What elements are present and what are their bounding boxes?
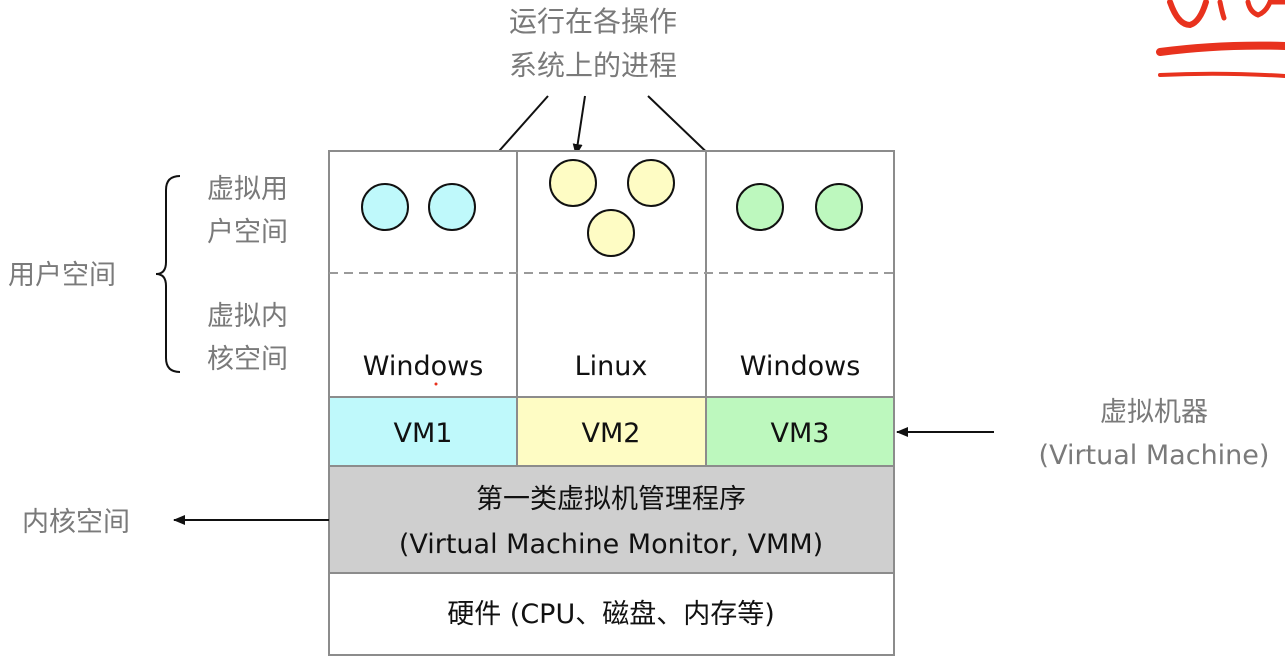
hardware-block — [328, 572, 895, 656]
left-brace-icon — [155, 175, 181, 373]
process-annotation-line1: 运行在各操作 — [509, 5, 677, 38]
vmm-label-cn: 第一类虚拟机管理程序 — [476, 484, 746, 515]
process-circle — [736, 183, 784, 231]
virtual-user-space-label-1: 虚拟用 — [207, 174, 288, 205]
process-annotation-line2: 系统上的进程 — [509, 49, 677, 82]
guest-os-label-2: Linux — [575, 351, 648, 382]
kernel-space-label: 内核空间 — [22, 507, 130, 538]
process-circle — [428, 183, 476, 231]
virtual-user-space-label-2: 户空间 — [207, 217, 288, 248]
user-space-label: 用户空间 — [8, 260, 116, 291]
process-circle — [815, 183, 863, 231]
processes-vm1 — [361, 183, 476, 231]
process-circle — [361, 183, 409, 231]
processes-vm3 — [736, 183, 863, 231]
vm1-label: VM1 — [394, 418, 453, 449]
processes-vm2 — [549, 159, 675, 257]
vmm-block — [328, 465, 895, 574]
virtual-kernel-space-label-1: 虚拟内 — [207, 301, 288, 332]
vm-row — [328, 396, 895, 467]
vmm-label-en: (Virtual Machine Monitor, VMM) — [399, 529, 823, 560]
handwritten-vm-annotation — [1156, 0, 1285, 78]
process-arrow-vm2 — [572, 95, 586, 156]
virtual-machine-label-en: (Virtual Machine) — [1039, 440, 1270, 471]
hardware-label: 硬件 (CPU、磁盘、内存等) — [447, 599, 775, 630]
virtual-machine-label-cn: 虚拟机器 — [1100, 397, 1208, 428]
guest-os-label-1: Windows — [363, 351, 484, 382]
guest-os-area — [328, 150, 895, 398]
vm3-label: VM3 — [771, 418, 830, 449]
process-circle — [627, 159, 675, 207]
virtual-kernel-space-label-2: 核空间 — [207, 344, 288, 375]
process-circle — [549, 159, 597, 207]
guest-os-label-3: Windows — [740, 351, 861, 382]
process-circle — [587, 209, 635, 257]
vm2-label: VM2 — [582, 418, 641, 449]
vm3-cell — [705, 396, 895, 467]
red-pen-dot — [434, 382, 438, 386]
